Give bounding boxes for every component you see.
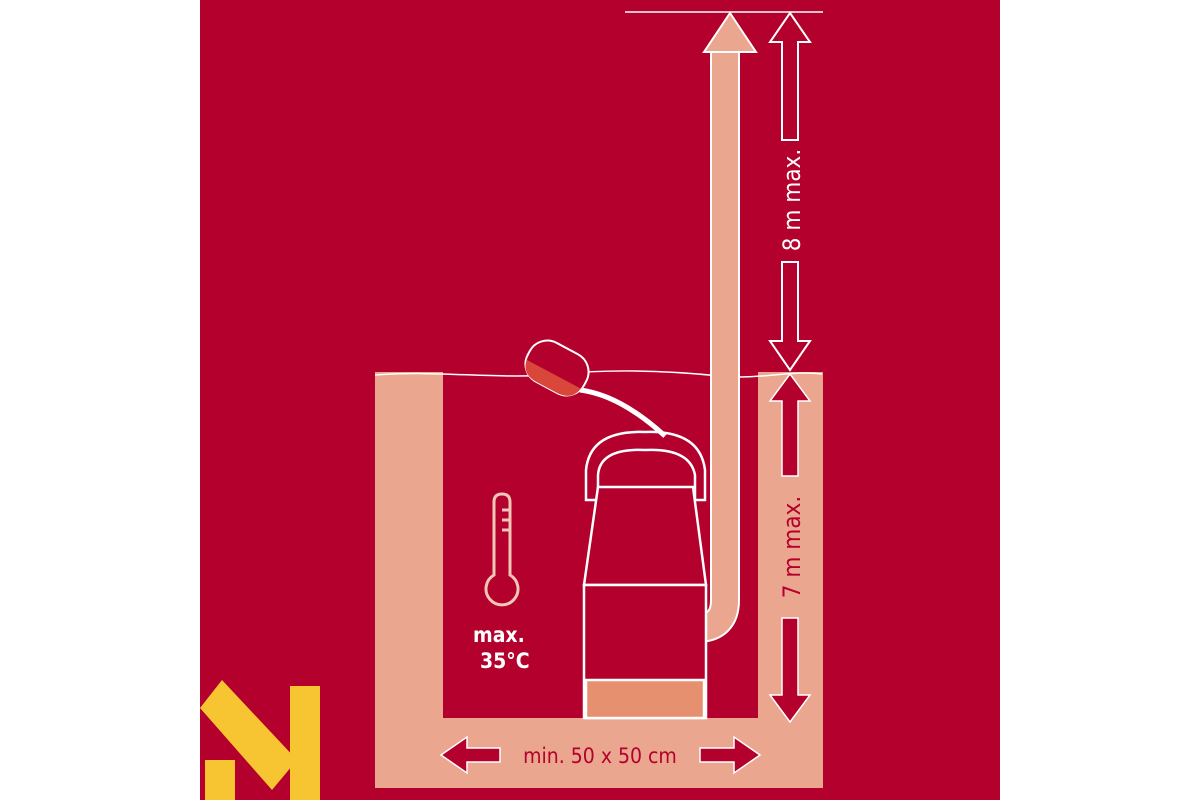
water-surface [374, 370, 823, 378]
thermometer-icon [484, 492, 520, 607]
float-switch-icon [524, 339, 667, 438]
brand-logo [200, 680, 320, 800]
arrow-up-icon [702, 11, 758, 53]
shaft-size-dimension [439, 735, 762, 775]
immersion-depth-dimension [768, 372, 812, 724]
temperature-label-2: 35°C [480, 649, 530, 673]
shaft-size-label: min. 50 x 50 cm [523, 744, 677, 768]
head-height-label: 8 m max. [778, 149, 806, 251]
immersion-depth-label: 7 m max. [778, 496, 806, 598]
head-height-dimension [768, 11, 812, 372]
shaft [375, 372, 823, 788]
pump-icon [582, 430, 708, 720]
temperature-label-1: max. [473, 623, 525, 647]
